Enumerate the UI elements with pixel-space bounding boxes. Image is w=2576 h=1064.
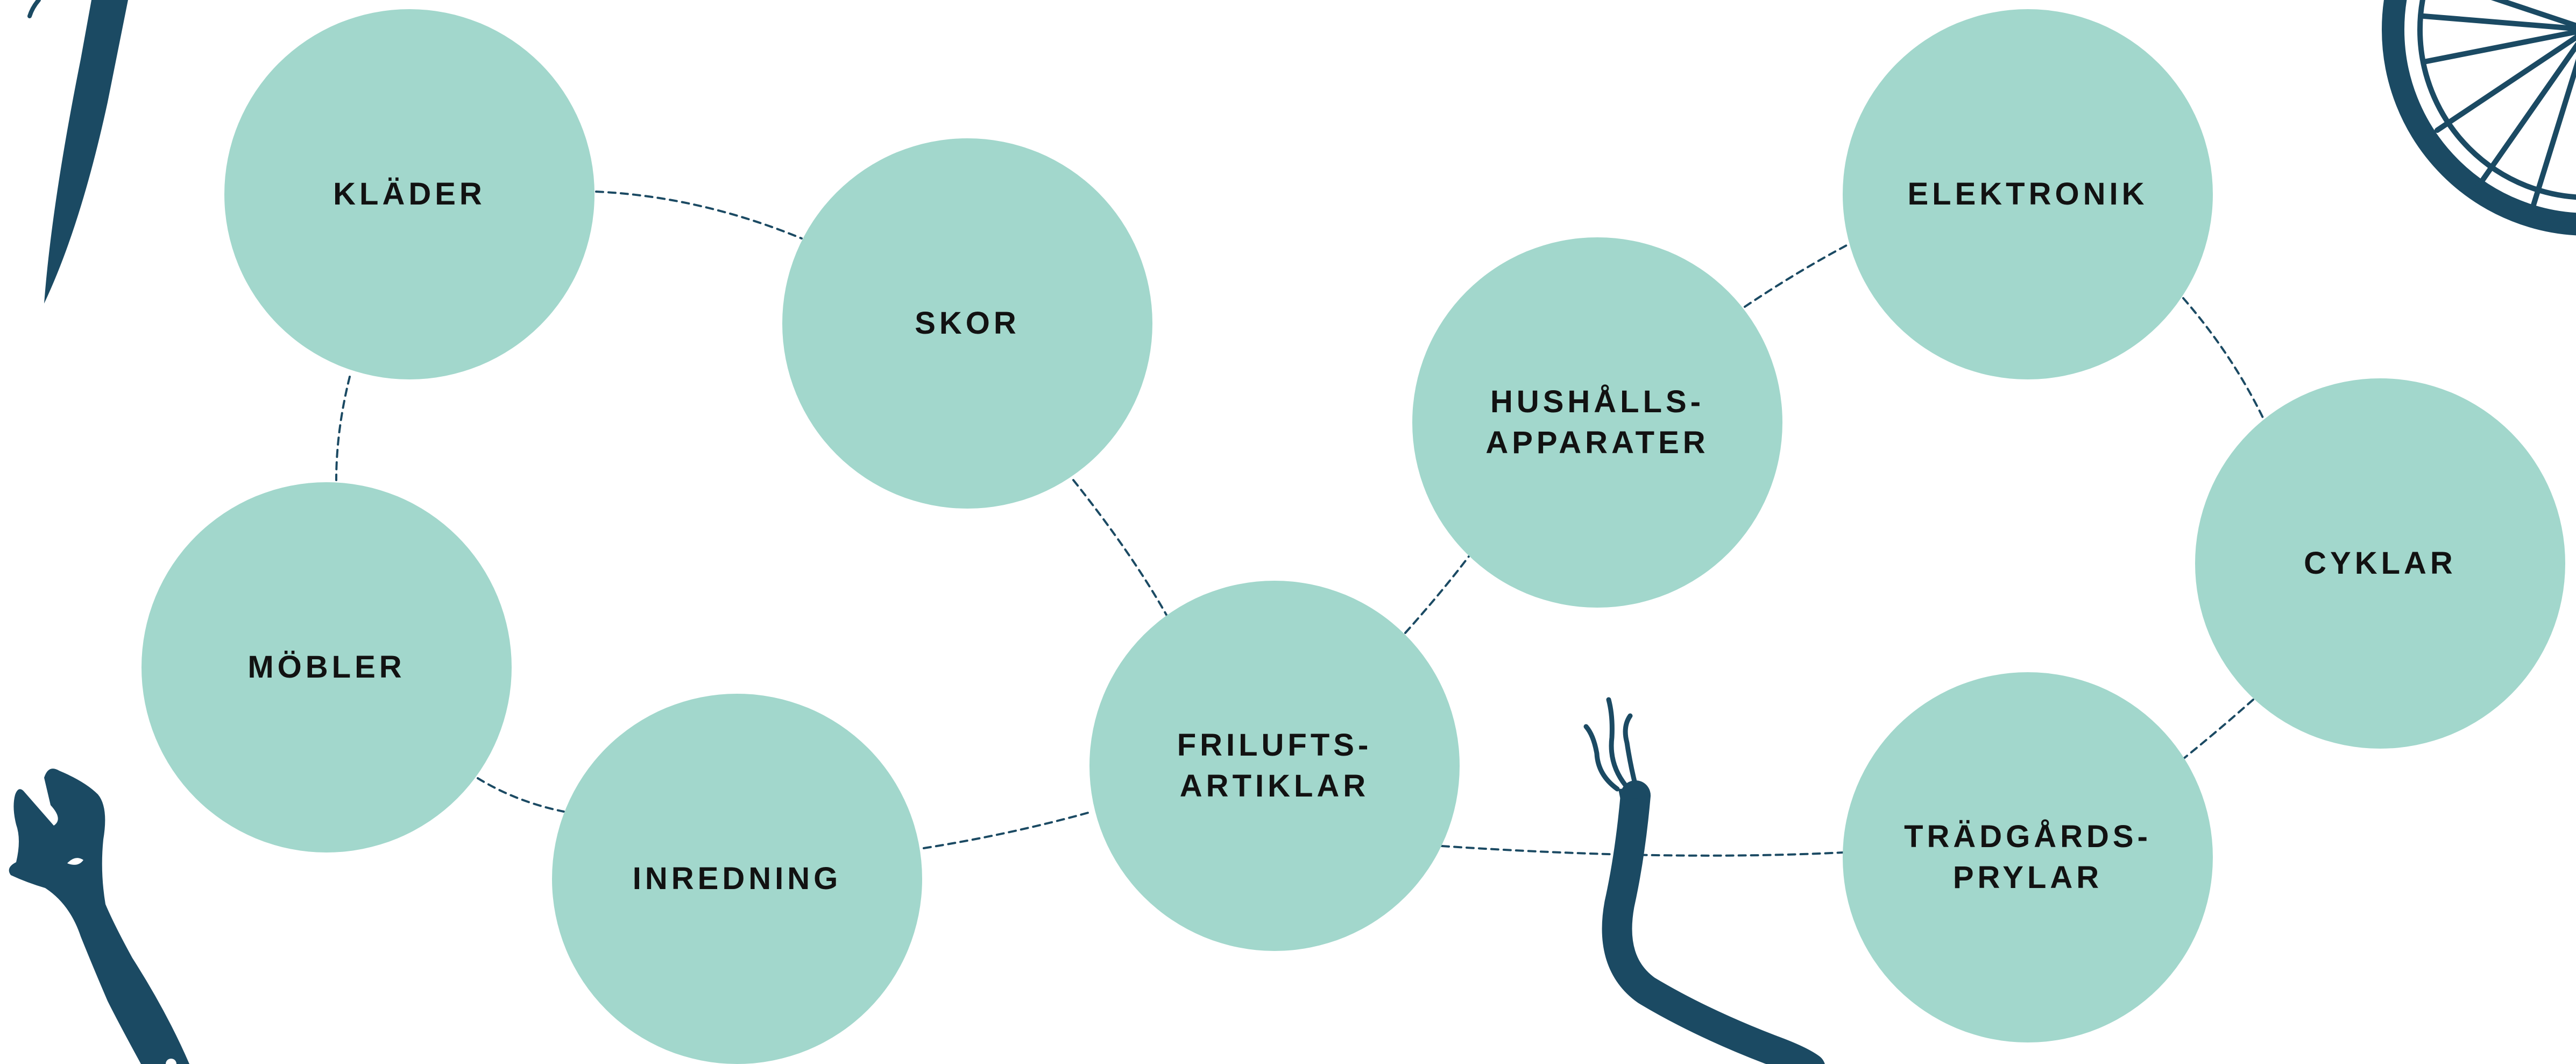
node-klader: KLÄDER (224, 9, 595, 379)
node-inredning: INREDNING (552, 694, 922, 1064)
node-label: MÖBLER (247, 650, 406, 685)
node-elektronik: ELEKTRONIK (1843, 9, 2213, 379)
connector-inredning-friluft (923, 811, 1093, 849)
node-label-line-1: HUSHÅLLS- (1490, 384, 1705, 419)
node-label: INREDNING (632, 861, 842, 896)
node-label-line-1: FRILUFTS- (1177, 728, 1372, 763)
node-skor: SKOR (782, 138, 1152, 509)
connector-friluft-tradgard (1441, 845, 1844, 857)
connector-skor-friluft (1072, 479, 1169, 618)
node-label: CYKLAR (2304, 546, 2457, 581)
node-label-line-2: ARTIKLAR (1179, 769, 1370, 804)
node-label-line-1: TRÄDGÅRDS- (1904, 819, 2152, 854)
node-cyklar: CYKLAR (2195, 378, 2565, 749)
node-friluftsartiklar: FRILUFTS- ARTIKLAR (1089, 581, 1460, 951)
node-label: KLÄDER (333, 177, 486, 212)
node-hushallsapparater: HUSHÅLLS- APPARATER (1412, 237, 1782, 608)
connector-elektronik-cyklar (2182, 297, 2265, 421)
node-label-line-2: APPARATER (1485, 425, 1709, 460)
node-label-line-2: PRYLAR (1952, 860, 2103, 895)
node-label: SKOR (915, 306, 1020, 341)
connector-friluft-hushall (1404, 555, 1470, 634)
node-tradgardsprylar: TRÄDGÅRDS- PRYLAR (1843, 672, 2213, 1042)
node-label: ELEKTRONIK (1907, 177, 2148, 212)
connector-mobler-inredning (477, 777, 565, 813)
node-mobler: MÖBLER (141, 482, 512, 852)
connector-klader-mobler (335, 376, 351, 481)
connector-hushall-elektronik (1744, 244, 1848, 308)
connector-klader-skor (595, 191, 803, 239)
connector-cyklar-tradgard (2182, 699, 2254, 760)
